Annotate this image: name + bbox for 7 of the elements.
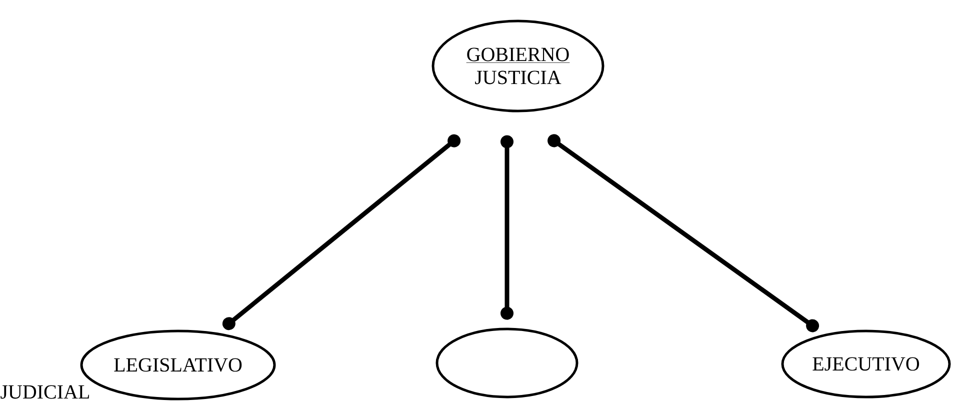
- ellipse-node: GOBIERNO JUSTICIA: [432, 20, 604, 112]
- connector-line: [548, 134, 820, 332]
- connector-line: [222, 134, 461, 330]
- ellipse-node: EJECUTIVO: [781, 330, 951, 398]
- text-label: JUDICIAL: [0, 385, 89, 399]
- connector-line: [500, 135, 514, 320]
- ellipse-node: [436, 328, 578, 398]
